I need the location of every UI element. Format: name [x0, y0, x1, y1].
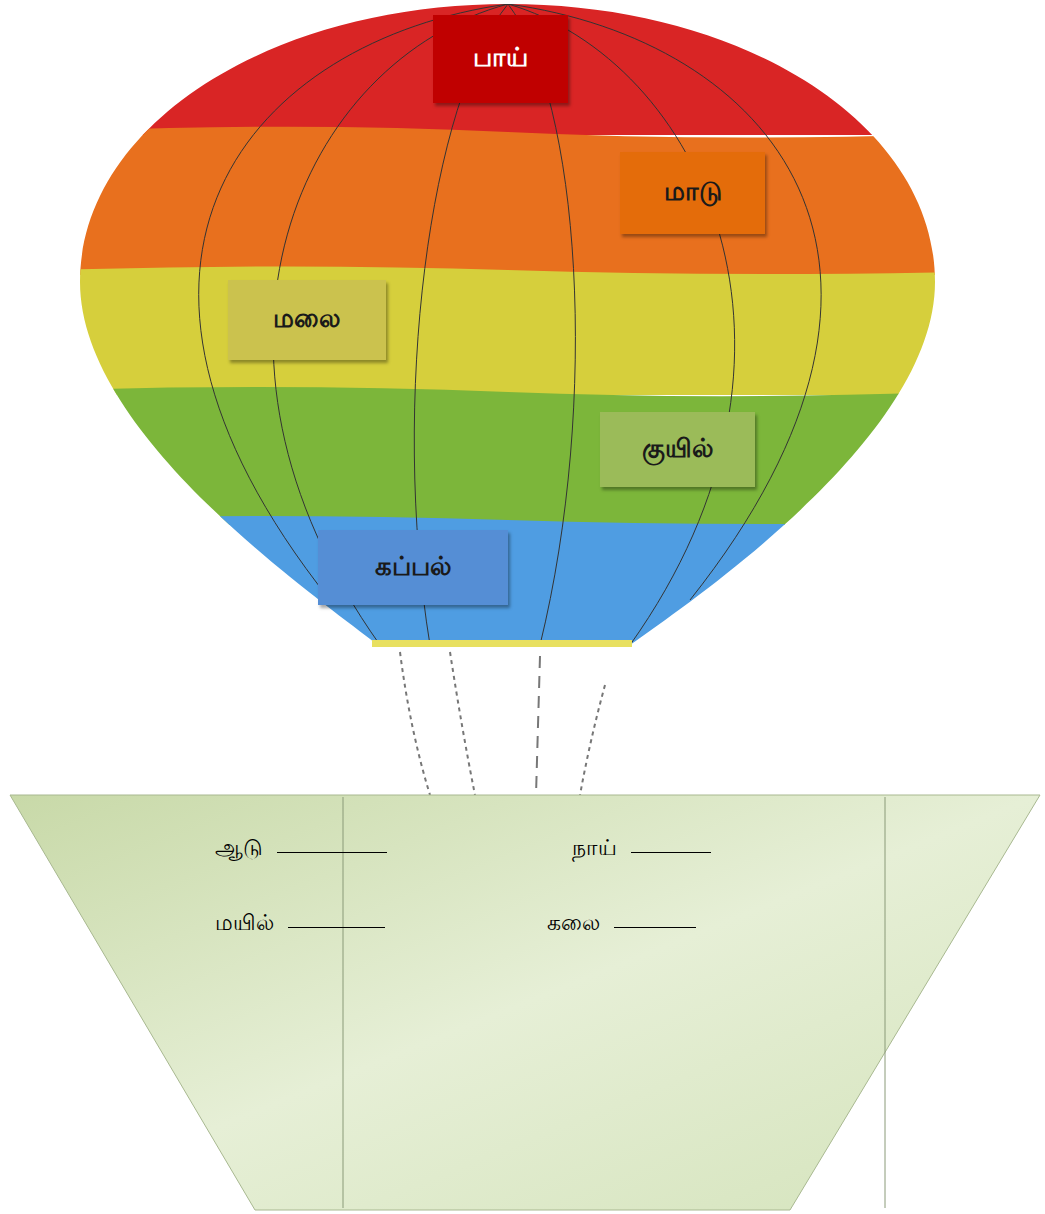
basket-panel: ஆடு நாய் மயில் கலை	[10, 795, 1040, 1210]
fill-in-row: ஆடு	[215, 835, 387, 863]
word-text: குயில்	[642, 433, 714, 467]
word-text: கலை	[547, 910, 600, 938]
fill-in-row: நாய்	[572, 835, 711, 863]
blank-line	[631, 851, 711, 853]
word-box: மலை	[228, 280, 386, 360]
balloon-rim	[372, 640, 632, 647]
word-text: கப்பல்	[375, 551, 452, 585]
ropes	[400, 652, 605, 795]
fill-in-row: மயில்	[215, 910, 385, 938]
blank-line	[614, 926, 696, 928]
word-text: மாடு	[664, 176, 722, 210]
blank-line	[288, 926, 385, 928]
fill-in-row: கலை	[547, 910, 696, 938]
basket	[10, 795, 1040, 1210]
word-box: மாடு	[620, 152, 765, 234]
word-box: குயில்	[600, 412, 755, 487]
word-box: கப்பல்	[318, 530, 508, 605]
word-text: பாய்	[473, 42, 528, 76]
blank-line	[277, 851, 387, 853]
word-text: ஆடு	[215, 835, 263, 863]
balloon-envelope	[0, 0, 1045, 660]
word-text: மலை	[273, 303, 341, 337]
word-text: மயில்	[215, 910, 274, 938]
word-text: நாய்	[572, 835, 617, 863]
word-box: பாய்	[433, 15, 568, 103]
